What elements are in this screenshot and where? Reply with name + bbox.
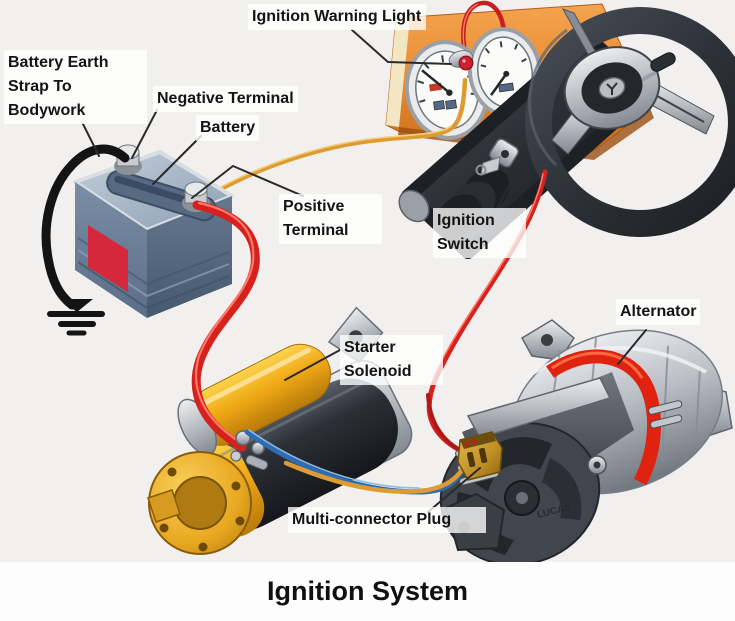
leader-negative-terminal xyxy=(131,109,158,159)
solenoid-terminals xyxy=(230,430,268,471)
wire-yellow-ignition xyxy=(202,77,468,201)
title-band xyxy=(0,562,735,621)
gauge-needle xyxy=(421,69,451,94)
battery xyxy=(73,144,234,318)
leader-battery xyxy=(152,135,202,185)
label-ignition-switch: Ignition Switch xyxy=(433,208,526,258)
alternator-bracket xyxy=(466,377,612,439)
steering-wheel xyxy=(525,7,735,237)
column-stalk xyxy=(641,52,676,82)
label-alternator: Alternator xyxy=(616,299,701,325)
ignition-switch xyxy=(475,138,519,176)
label-battery: Battery xyxy=(196,115,260,141)
label-battery-earth-strap: Battery Earth Strap To Bodywork xyxy=(4,50,147,124)
label-multi-connector-plug: Multi-connector Plug xyxy=(288,507,486,533)
ground-symbol xyxy=(47,311,105,336)
wire-yellow-plug xyxy=(283,460,465,494)
alternator-belt-band xyxy=(546,349,662,486)
label-starter-solenoid: Starter Solenoid xyxy=(340,335,443,385)
panel-edge-highlight xyxy=(386,17,410,127)
leader-alternator xyxy=(617,329,647,365)
label-ignition-warning-light: Ignition Warning Light xyxy=(248,4,426,30)
battery-label-sticker xyxy=(88,225,128,292)
leader-earth-strap xyxy=(82,123,100,157)
earth-strap xyxy=(41,144,130,312)
gauge-needle xyxy=(490,73,508,96)
column-tip xyxy=(398,189,430,223)
diagram-title: Ignition System xyxy=(266,576,469,606)
starter-front-cap xyxy=(147,451,252,555)
leader-ignition-switch xyxy=(496,171,518,209)
warning-light-lens xyxy=(458,55,474,71)
label-negative-terminal: Negative Terminal xyxy=(153,86,298,112)
leader-multi-connector xyxy=(427,467,481,513)
keyhole xyxy=(501,150,509,158)
label-positive-terminal: Positive Terminal xyxy=(279,194,382,244)
starter-motor xyxy=(147,306,413,555)
leader-positive-terminal xyxy=(191,165,304,199)
wire-red-positive xyxy=(191,200,260,452)
leader-starter-solenoid xyxy=(284,349,341,381)
multi-connector-plug xyxy=(457,431,503,481)
warning-light xyxy=(448,50,474,71)
leader-warning-light xyxy=(351,29,452,65)
